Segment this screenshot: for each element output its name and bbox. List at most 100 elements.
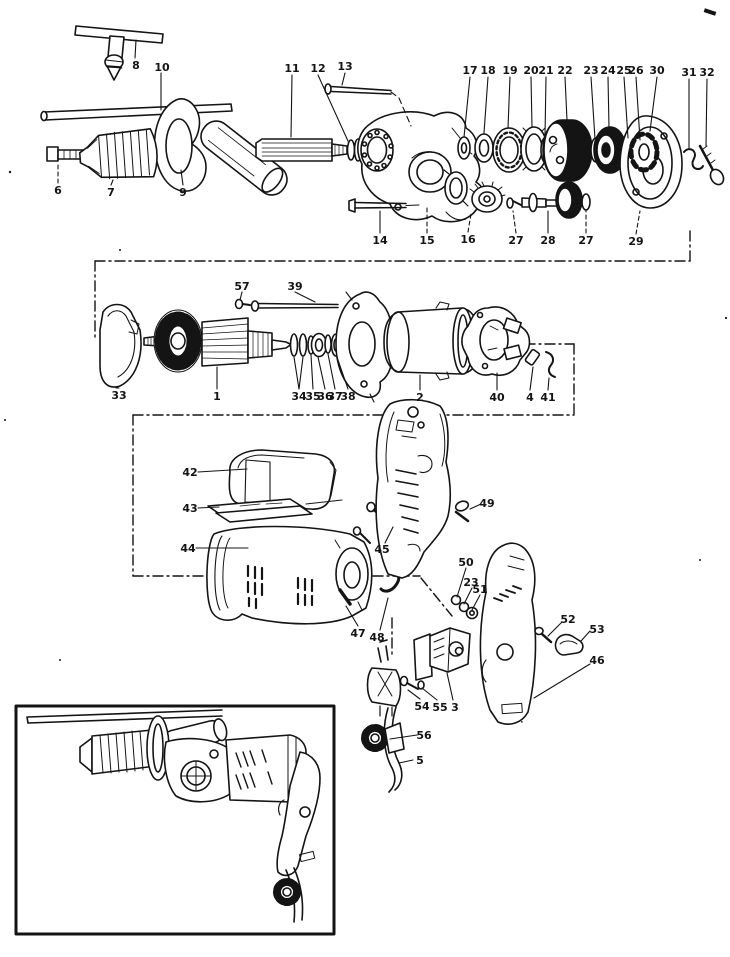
nut-55 — [417, 680, 425, 690]
part-number-57: 57 — [234, 280, 249, 293]
callout-leader-7 — [110, 179, 114, 186]
callout-leader-20 — [530, 76, 533, 128]
callout-leader-19 — [507, 76, 511, 129]
part-number-3: 3 — [451, 701, 459, 714]
part-number-27: 27 — [508, 234, 523, 247]
pin-47 — [338, 588, 352, 606]
part-number-37: 37 — [327, 390, 342, 403]
part-number-51: 51 — [472, 583, 487, 596]
callout-leader-25 — [623, 76, 629, 139]
second-shaft-28 — [506, 181, 591, 219]
assembled-drill-inset — [14, 704, 336, 936]
callout-leader-48 — [379, 597, 389, 631]
part-number-10: 10 — [154, 61, 170, 74]
part-number-38: 38 — [340, 390, 355, 403]
callout-leader-3 — [446, 672, 454, 701]
lock-button-parts-50-23-51 — [450, 594, 479, 620]
part-number-8: 8 — [132, 59, 140, 72]
callout-leader-52 — [547, 621, 563, 637]
callout-leader-38 — [336, 356, 349, 390]
screw-13 — [324, 83, 412, 127]
callout-leader-41 — [547, 377, 550, 391]
part-number-44: 44 — [180, 542, 196, 555]
callout-leader-12 — [317, 74, 349, 142]
chuck-7 — [78, 128, 158, 180]
part-number-49: 49 — [479, 497, 494, 510]
callout-leader-26 — [635, 76, 641, 141]
side-handle-rod-10 — [40, 103, 233, 122]
callout-leader-43 — [197, 506, 220, 509]
callout-leader-32 — [705, 78, 708, 147]
part-number-35: 35 — [305, 390, 320, 403]
part-number-16: 16 — [460, 233, 476, 246]
part-number-9: 9 — [179, 186, 187, 199]
part-number-42: 42 — [182, 466, 197, 479]
callout-leader-13 — [341, 72, 346, 86]
part-number-21: 21 — [538, 64, 553, 77]
washers-34-35 — [289, 333, 315, 357]
brush-holder-40 — [461, 306, 531, 376]
inner-handle-half — [375, 398, 451, 579]
part-number-23: 23 — [583, 64, 598, 77]
switch-3 — [413, 627, 471, 681]
callout-leader-22 — [564, 76, 568, 121]
callout-leader-23 — [463, 587, 473, 605]
callout-leader-8 — [134, 39, 137, 59]
scan-noise — [4, 8, 728, 661]
air-baffle-33 — [99, 303, 142, 388]
terminal-screw-54 — [399, 675, 419, 690]
brush-spring-41 — [545, 351, 556, 378]
callout-leader-42 — [197, 468, 248, 473]
part-number-5: 5 — [416, 754, 424, 767]
callout-leader-5 — [398, 759, 414, 764]
side-handle-clamp-9 — [153, 98, 207, 192]
part-number-34: 34 — [291, 390, 307, 403]
part-number-24: 24 — [600, 64, 616, 77]
through-bolt-39 — [250, 300, 339, 312]
callout-leader-35 — [310, 354, 314, 390]
handle-cap-42 — [228, 449, 337, 510]
callout-leader-36 — [317, 356, 326, 390]
callout-leader-45 — [384, 526, 394, 544]
callout-leader-29 — [635, 210, 641, 235]
part-number-39: 39 — [287, 280, 302, 293]
chuck-key-8 — [74, 25, 164, 81]
part-number-50: 50 — [458, 556, 474, 569]
clutch-ring-15 — [443, 169, 469, 207]
cup-washer-18 — [474, 133, 494, 163]
part-number-46: 46 — [589, 654, 605, 667]
screw-small — [352, 526, 371, 544]
part-number-43: 43 — [182, 502, 197, 515]
side-handle-grip — [200, 120, 288, 196]
callout-leader-55 — [421, 687, 438, 701]
bearing-36 — [310, 332, 328, 358]
washer-17 — [457, 136, 471, 160]
callout-leader-4 — [529, 366, 534, 391]
part-number-11: 11 — [284, 62, 299, 75]
part-number-30: 30 — [649, 64, 665, 77]
lock-clip-31 — [683, 148, 704, 170]
part-number-25: 25 — [616, 64, 631, 77]
callout-leader-24 — [607, 76, 610, 129]
callout-leader-21 — [544, 76, 547, 137]
callout-leader-23 — [590, 76, 596, 140]
part-number-54: 54 — [414, 700, 430, 713]
screw-14 — [348, 198, 420, 213]
part-number-48: 48 — [369, 631, 384, 644]
callout-leader-54 — [407, 689, 421, 700]
part-number-12: 12 — [310, 62, 325, 75]
knurled-gear-24 — [593, 126, 627, 174]
part-number-55: 55 — [432, 701, 447, 714]
callout-leader-27 — [512, 210, 517, 234]
part-number-33: 33 — [111, 389, 126, 402]
callout-leader-53 — [580, 630, 591, 642]
clutch-drum-22 — [542, 119, 593, 182]
part-number-20: 20 — [523, 64, 539, 77]
callout-leader-56 — [389, 734, 418, 740]
part-number-13: 13 — [337, 60, 352, 73]
part-number-22: 22 — [557, 64, 572, 77]
callout-leader-46 — [533, 663, 591, 699]
pivot-pin-49 — [454, 500, 470, 523]
